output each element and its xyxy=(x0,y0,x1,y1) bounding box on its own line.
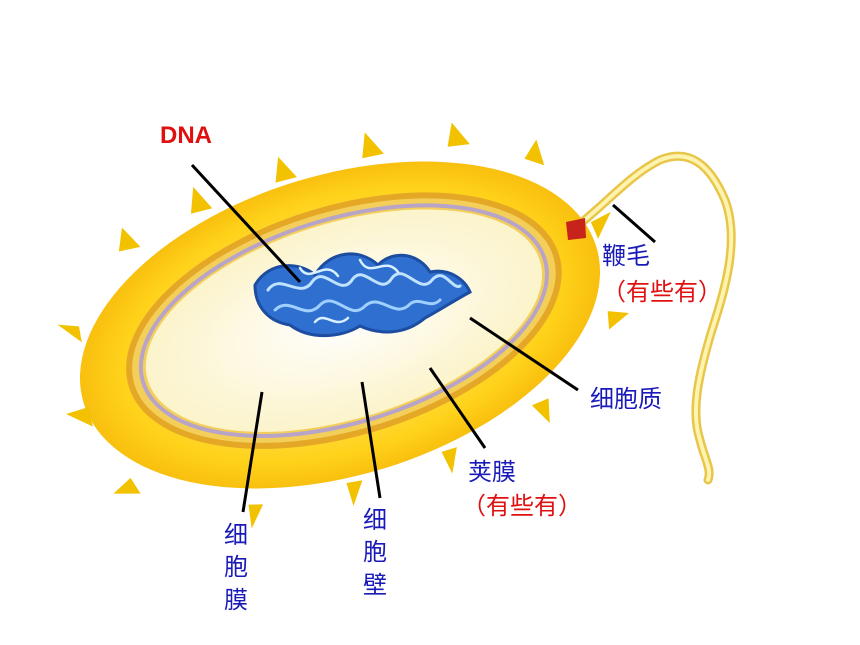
label-dna: DNA xyxy=(160,122,212,149)
label-flagellum-note: （有些有） xyxy=(602,278,722,306)
label-cell-wall: 细 胞 壁 xyxy=(363,504,387,601)
label-flagellum: 鞭毛 xyxy=(602,242,650,270)
label-cell-membrane: 细 胞 膜 xyxy=(224,519,248,616)
label-cell-membrane-char: 细 xyxy=(224,521,248,549)
label-capsule: 荚膜 xyxy=(468,458,516,486)
dna-coil xyxy=(253,252,472,338)
label-cell-wall-char: 胞 xyxy=(363,538,387,567)
label-cell-wall-char: 壁 xyxy=(363,570,387,599)
cell-wall-leader xyxy=(360,381,382,499)
capsule-leader xyxy=(428,367,487,449)
cytoplasm-leader xyxy=(469,316,579,392)
dna-leader xyxy=(190,163,302,284)
flagellum-base xyxy=(566,218,586,240)
label-capsule-note: （有些有） xyxy=(462,492,582,520)
leader-lines xyxy=(190,163,656,513)
label-cell-wall-char: 细 xyxy=(363,506,387,534)
label-cell-membrane-char: 胞 xyxy=(224,553,248,582)
flagellum xyxy=(570,151,736,485)
flagellum-leader xyxy=(612,203,656,244)
cell-membrane-leader xyxy=(241,391,264,513)
label-cytoplasm: 细胞质 xyxy=(590,385,662,413)
label-cell-membrane-char: 膜 xyxy=(224,585,248,614)
